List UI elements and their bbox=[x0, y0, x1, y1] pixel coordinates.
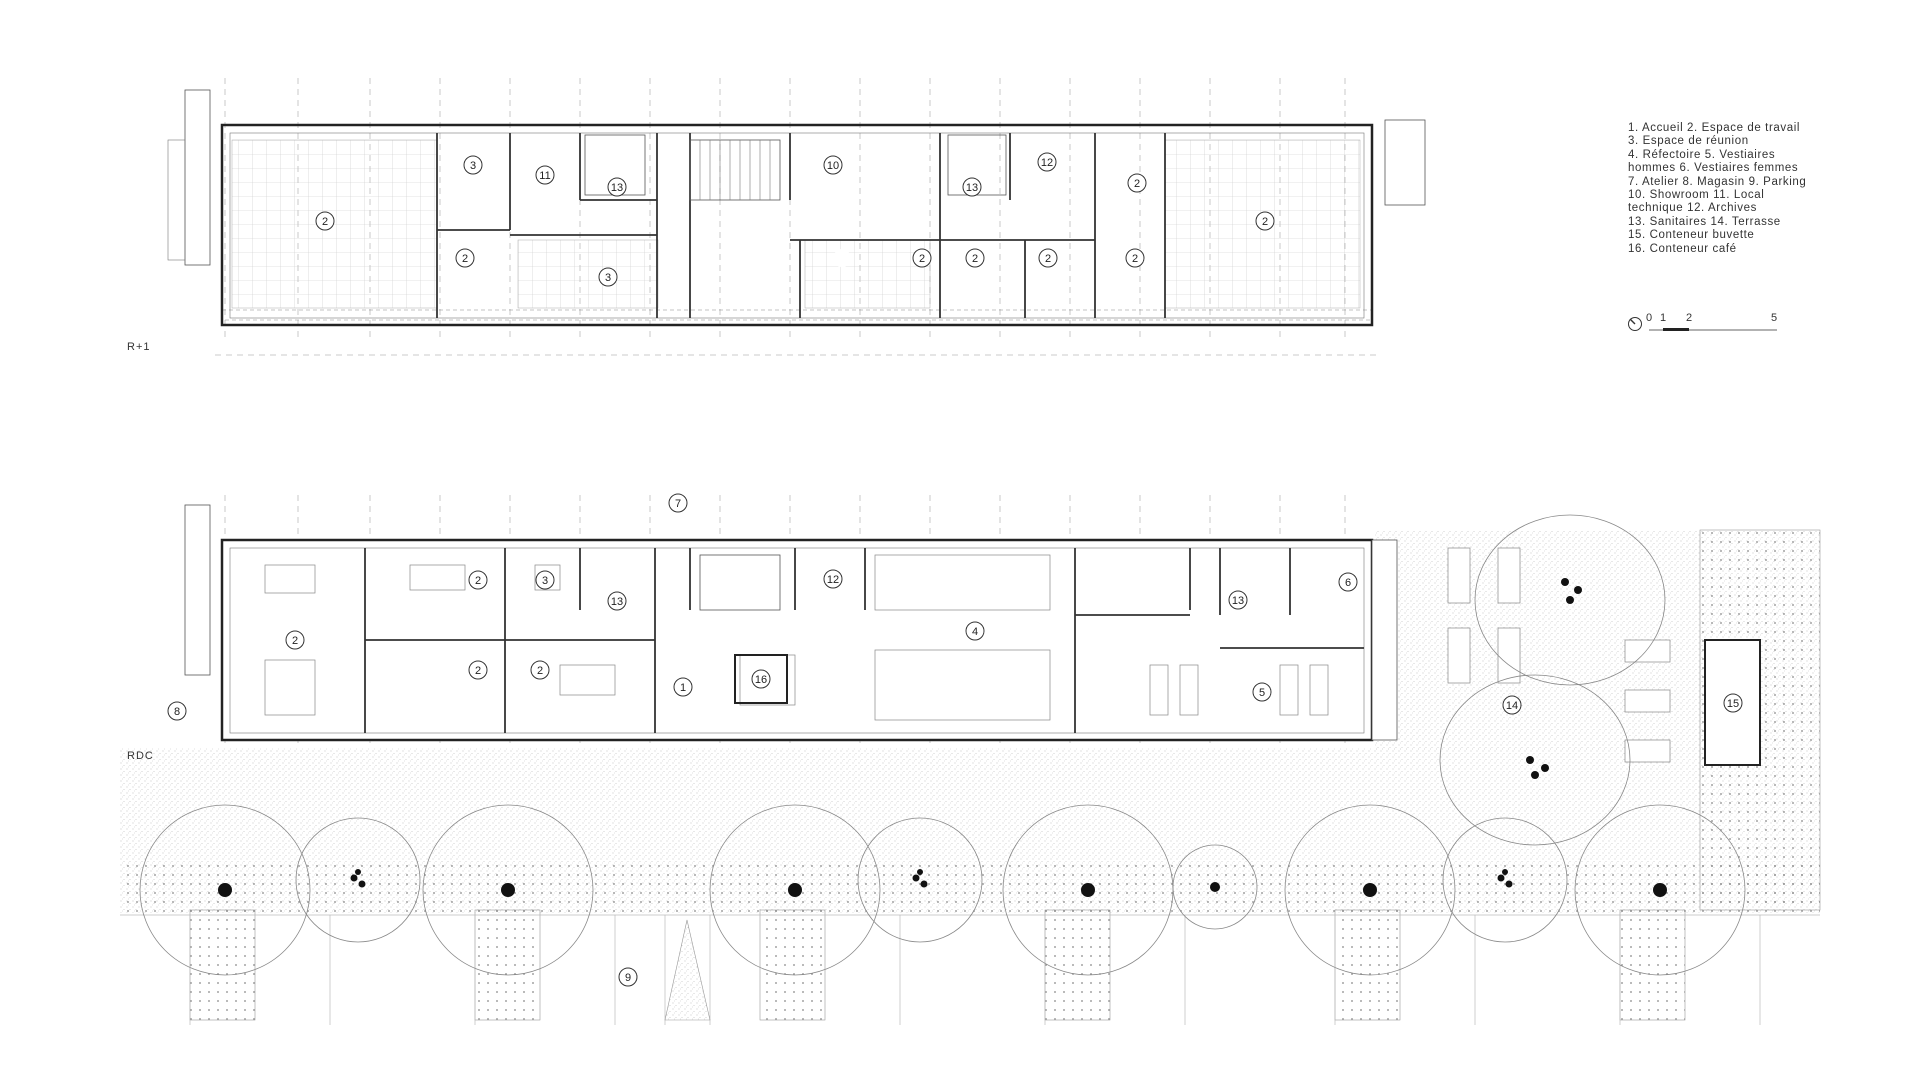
svg-text:12: 12 bbox=[827, 574, 839, 586]
room-number-upper-3: 3 bbox=[463, 155, 483, 175]
legend-line: 7. Atelier 8. Magasin 9. Parking bbox=[1628, 175, 1807, 188]
svg-text:5: 5 bbox=[1259, 687, 1265, 699]
room-number-upper-2c: 2 bbox=[455, 248, 475, 268]
room-number-upper-2a: 2 bbox=[1127, 173, 1147, 193]
room-number-ground-8: 8 bbox=[167, 701, 187, 721]
room-number-ground-2c: 2 bbox=[468, 660, 488, 680]
svg-text:2: 2 bbox=[1132, 253, 1138, 265]
room-legend: 1. Accueil 2. Espace de travail 3. Espac… bbox=[1628, 122, 1888, 256]
level-label-ground: RDC bbox=[127, 750, 154, 762]
legend-line: technique 12. Archives bbox=[1628, 202, 1757, 215]
level-label-upper: R+1 bbox=[127, 341, 151, 353]
svg-text:1: 1 bbox=[680, 682, 686, 694]
svg-text:7: 7 bbox=[675, 498, 681, 510]
room-number-ground-15: 15 bbox=[1723, 693, 1743, 713]
room-number-upper-2g: 2 bbox=[1125, 248, 1145, 268]
legend-line: 1. Accueil 2. Espace de travail bbox=[1628, 122, 1801, 134]
svg-text:16: 16 bbox=[755, 674, 767, 686]
svg-text:2: 2 bbox=[839, 253, 845, 265]
svg-text:2: 2 bbox=[322, 216, 328, 228]
room-number-ground-13a: 13 bbox=[607, 591, 627, 611]
svg-text:2: 2 bbox=[475, 575, 481, 587]
svg-text:13: 13 bbox=[611, 182, 623, 194]
legend-line: 13. Sanitaires 14. Terrasse bbox=[1628, 215, 1781, 228]
legend-line: 16. Conteneur café bbox=[1628, 242, 1737, 255]
svg-text:2: 2 bbox=[537, 665, 543, 677]
room-number-upper-2i: 2 bbox=[833, 249, 851, 267]
room-number-ground-12: 12 bbox=[823, 569, 843, 589]
svg-text:2: 2 bbox=[1045, 253, 1051, 265]
svg-text:11: 11 bbox=[539, 170, 550, 182]
svg-text:2: 2 bbox=[475, 665, 481, 677]
legend-line: hommes 6. Vestiaires femmes bbox=[1628, 162, 1799, 175]
scale-tick-1: 1 bbox=[1660, 312, 1667, 324]
svg-text:13: 13 bbox=[1232, 595, 1244, 607]
room-number-upper-10: 10 bbox=[823, 155, 843, 175]
room-number-ground-3: 3 bbox=[535, 570, 555, 590]
svg-text:2: 2 bbox=[919, 253, 925, 265]
svg-text:12: 12 bbox=[1041, 157, 1053, 169]
svg-text:2: 2 bbox=[1262, 216, 1268, 228]
svg-text:4: 4 bbox=[972, 626, 978, 638]
room-number-ground-4: 4 bbox=[965, 621, 985, 641]
svg-text:2: 2 bbox=[972, 253, 978, 265]
room-number-markers: 3 11 13 10 13 12 2 2 2 3 2 2 2 2 2 2 7 2… bbox=[167, 152, 1743, 987]
svg-text:2: 2 bbox=[1134, 178, 1140, 190]
ground-floor-plan bbox=[120, 495, 1821, 1025]
svg-text:3: 3 bbox=[470, 160, 476, 172]
room-number-upper-11: 11 bbox=[535, 165, 555, 185]
room-number-upper-2e: 2 bbox=[965, 248, 985, 268]
room-number-upper-3b: 3 bbox=[598, 267, 618, 287]
scale-tick-0: 0 bbox=[1646, 312, 1653, 324]
room-number-ground-2b: 2 bbox=[285, 630, 305, 650]
room-number-ground-6: 6 bbox=[1338, 572, 1358, 592]
room-number-upper-2b: 2 bbox=[315, 211, 335, 231]
scale-bar: 0 1 2 5 bbox=[1627, 312, 1777, 336]
scale-tick-5: 5 bbox=[1771, 312, 1778, 324]
svg-text:3: 3 bbox=[605, 272, 611, 284]
room-number-ground-2a: 2 bbox=[468, 570, 488, 590]
svg-text:15: 15 bbox=[1727, 698, 1739, 710]
scale-tick-2: 2 bbox=[1686, 312, 1693, 324]
svg-text:2: 2 bbox=[292, 635, 298, 647]
room-number-upper-2h: 2 bbox=[1255, 211, 1275, 231]
room-number-ground-13b: 13 bbox=[1228, 590, 1248, 610]
legend-line: 15. Conteneur buvette bbox=[1628, 229, 1755, 242]
room-number-upper-13b: 13 bbox=[962, 177, 982, 197]
svg-text:13: 13 bbox=[611, 596, 623, 608]
north-arrow-icon bbox=[1628, 317, 1777, 331]
room-number-ground-7: 7 bbox=[668, 493, 688, 513]
svg-text:14: 14 bbox=[1506, 700, 1518, 712]
svg-text:6: 6 bbox=[1345, 577, 1351, 589]
room-number-ground-5: 5 bbox=[1252, 682, 1272, 702]
room-number-upper-2f: 2 bbox=[1038, 248, 1058, 268]
svg-text:3: 3 bbox=[542, 575, 548, 587]
room-number-upper-2d: 2 bbox=[912, 248, 932, 268]
room-number-ground-16: 16 bbox=[751, 669, 771, 689]
legend-line: 3. Espace de réunion bbox=[1628, 135, 1749, 148]
svg-text:13: 13 bbox=[966, 182, 978, 194]
room-number-ground-14: 14 bbox=[1502, 695, 1522, 715]
room-number-upper-13: 13 bbox=[607, 177, 627, 197]
legend-line: 4. Réfectoire 5. Vestiaires bbox=[1628, 148, 1776, 161]
svg-text:10: 10 bbox=[827, 160, 839, 172]
svg-text:9: 9 bbox=[625, 972, 631, 984]
room-number-upper-12: 12 bbox=[1037, 152, 1057, 172]
upper-floor-plan bbox=[167, 78, 1426, 356]
svg-text:2: 2 bbox=[462, 253, 468, 265]
svg-text:8: 8 bbox=[174, 706, 180, 718]
legend-line: 10. Showroom 11. Local bbox=[1628, 189, 1765, 202]
room-number-ground-2d: 2 bbox=[530, 660, 550, 680]
room-number-ground-1: 1 bbox=[673, 677, 693, 697]
room-number-ground-9: 9 bbox=[618, 967, 638, 987]
